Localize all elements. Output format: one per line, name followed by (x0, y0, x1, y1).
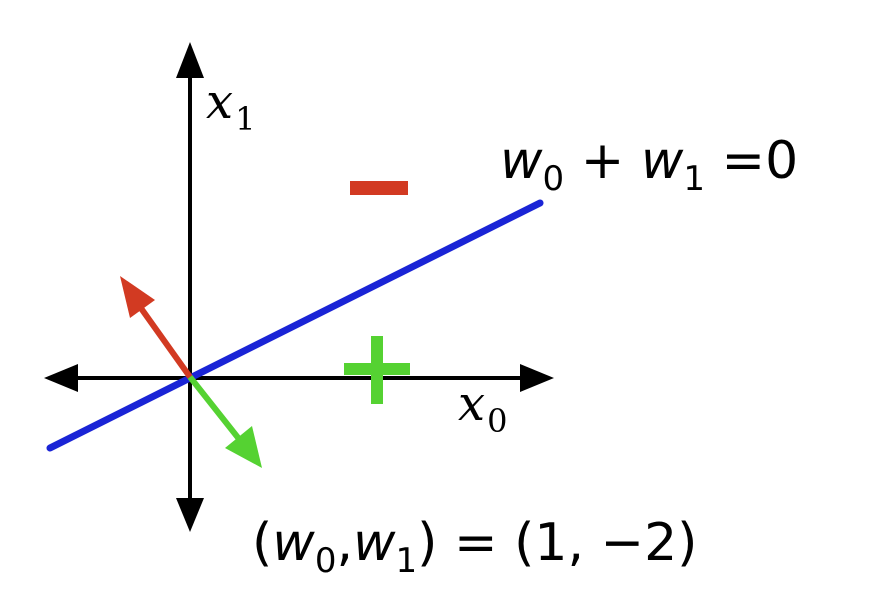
x1-axis-bottom-arrowhead (176, 498, 204, 532)
boundary-sub0: 0 (543, 159, 565, 199)
minus-sign-icon (350, 181, 408, 195)
x0-var: x (458, 376, 485, 432)
boundary-w0: w (500, 131, 543, 191)
green-arrowhead (225, 426, 262, 468)
weights-comma: , (336, 513, 353, 573)
weights-rest: ) = (1, −2) (417, 513, 697, 573)
weights-open: ( (252, 513, 272, 573)
red-arrowhead (120, 276, 155, 318)
x0-axis-right-arrowhead (520, 364, 554, 392)
boundary-plus: + (564, 131, 641, 191)
boundary-sub1: 1 (683, 159, 705, 199)
x0-axis-label: x0 (458, 376, 507, 440)
x1-axis-top-arrowhead (176, 42, 204, 78)
decision-boundary-line (46, 199, 544, 452)
weights-sub1: 1 (396, 541, 418, 581)
weights-sub0: 0 (315, 541, 337, 581)
weights-w0: w (272, 513, 315, 573)
weights-w1: w (353, 513, 396, 573)
weights-label: (w0,w1) = (1, −2) (252, 513, 697, 581)
boundary-equation-label: w0 + w1 =0 (500, 131, 798, 199)
plus-sign-icon (344, 336, 410, 404)
boundary-eq: =0 (705, 131, 798, 191)
x0-sub: 0 (487, 402, 507, 440)
x1-var: x (206, 74, 233, 130)
x0-axis-left-arrowhead (44, 364, 78, 392)
axes (44, 42, 554, 532)
boundary-w1: w (641, 131, 684, 191)
red-normal-arrow (120, 276, 193, 379)
x1-axis-label: x1 (206, 74, 255, 138)
x1-sub: 1 (235, 100, 255, 138)
green-weight-arrow (187, 375, 262, 468)
